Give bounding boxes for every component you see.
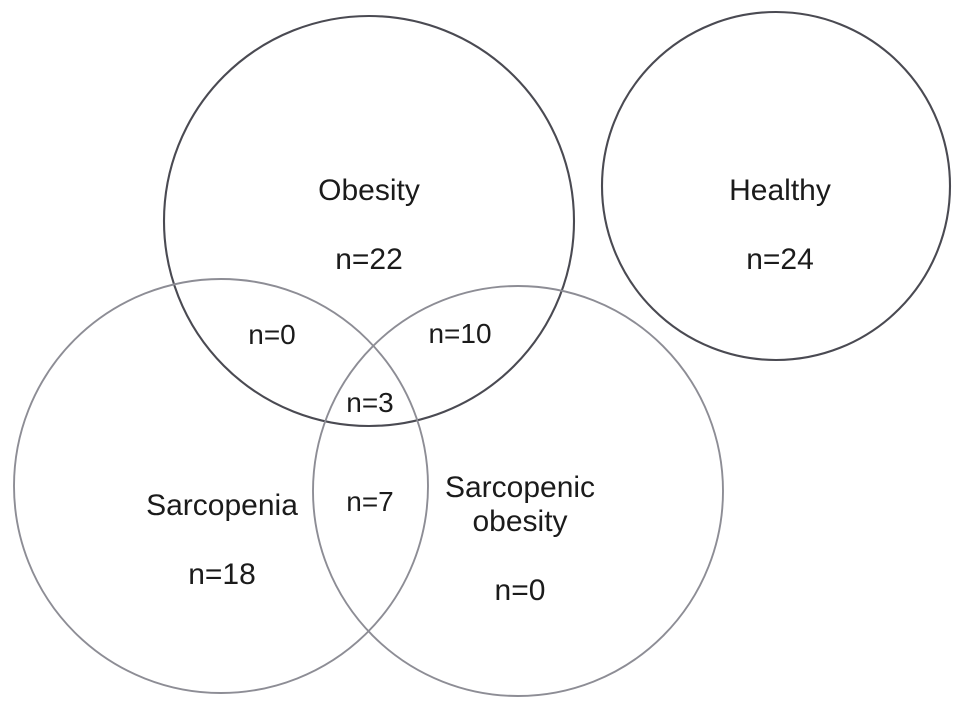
label-sarcopenia-name: Sarcopenia xyxy=(146,489,298,523)
label-region-obesity-sarcopenia: n=0 xyxy=(248,319,296,350)
label-sarcopenic-obesity-count: n=0 xyxy=(494,573,546,607)
label-region-obesity-sarcopenic-obesity: n=10 xyxy=(428,318,492,349)
circle-obesity xyxy=(162,14,576,428)
label-healthy-name: Healthy xyxy=(729,174,831,208)
label-sarcopenia: Sarcopenia n=18 xyxy=(92,455,352,626)
label-region-sarcopenia-sarcopenic-obesity: n=7 xyxy=(346,486,394,517)
label-healthy-count: n=24 xyxy=(746,242,814,276)
circle-sarcopenic-obesity xyxy=(312,285,724,697)
circle-sarcopenia xyxy=(13,278,429,694)
label-sarcopenic-obesity: Sarcopenic obesity n=0 xyxy=(400,437,640,642)
label-sarcopenia-count: n=18 xyxy=(188,557,256,591)
label-obesity-name: Obesity xyxy=(318,174,420,208)
label-healthy: Healthy n=24 xyxy=(660,140,900,311)
label-obesity: Obesity n=22 xyxy=(249,140,489,311)
circle-healthy xyxy=(600,10,952,362)
label-sarcopenic-obesity-name: Sarcopenic obesity xyxy=(444,471,596,539)
label-region-triple-intersection: n=3 xyxy=(346,387,394,418)
label-obesity-count: n=22 xyxy=(335,242,403,276)
